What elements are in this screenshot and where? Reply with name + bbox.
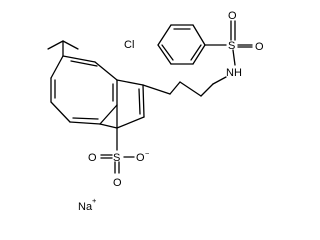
chlorine-atom: Cl (124, 39, 134, 51)
sulfonate-oxygen-anion-atom: O (136, 152, 145, 164)
sulfonate-oxygen-left-atom: O (88, 152, 97, 164)
sulfonamide-bonds (204, 20, 253, 66)
sodium-positive-charge: + (92, 196, 97, 205)
sulfonamide-oxygen-top-atom: O (228, 10, 237, 22)
isopropyl-group (47, 40, 79, 57)
butyl-chain (142, 76, 227, 97)
azulene-five-ring (99, 79, 145, 129)
sulfonamide-nitrogen-atom: NH (226, 67, 242, 79)
sulfonamide-sulfur-atom: S (228, 40, 235, 52)
sodium-counterion: Na (78, 201, 93, 213)
chlorophenyl-ring (157, 24, 206, 65)
sulfonate-oxygen-bottom-atom: O (113, 177, 122, 189)
chemical-structure: Cl S O O NH S O O O − Na + (47, 10, 264, 213)
sulfonate-sulfur-atom: S (113, 152, 120, 164)
sulfonate-bonds (100, 127, 135, 174)
sulfonamide-oxygen-right-atom: O (255, 41, 264, 53)
sulfonate-negative-charge: − (145, 149, 150, 158)
azulene-seven-ring (50, 55, 118, 125)
